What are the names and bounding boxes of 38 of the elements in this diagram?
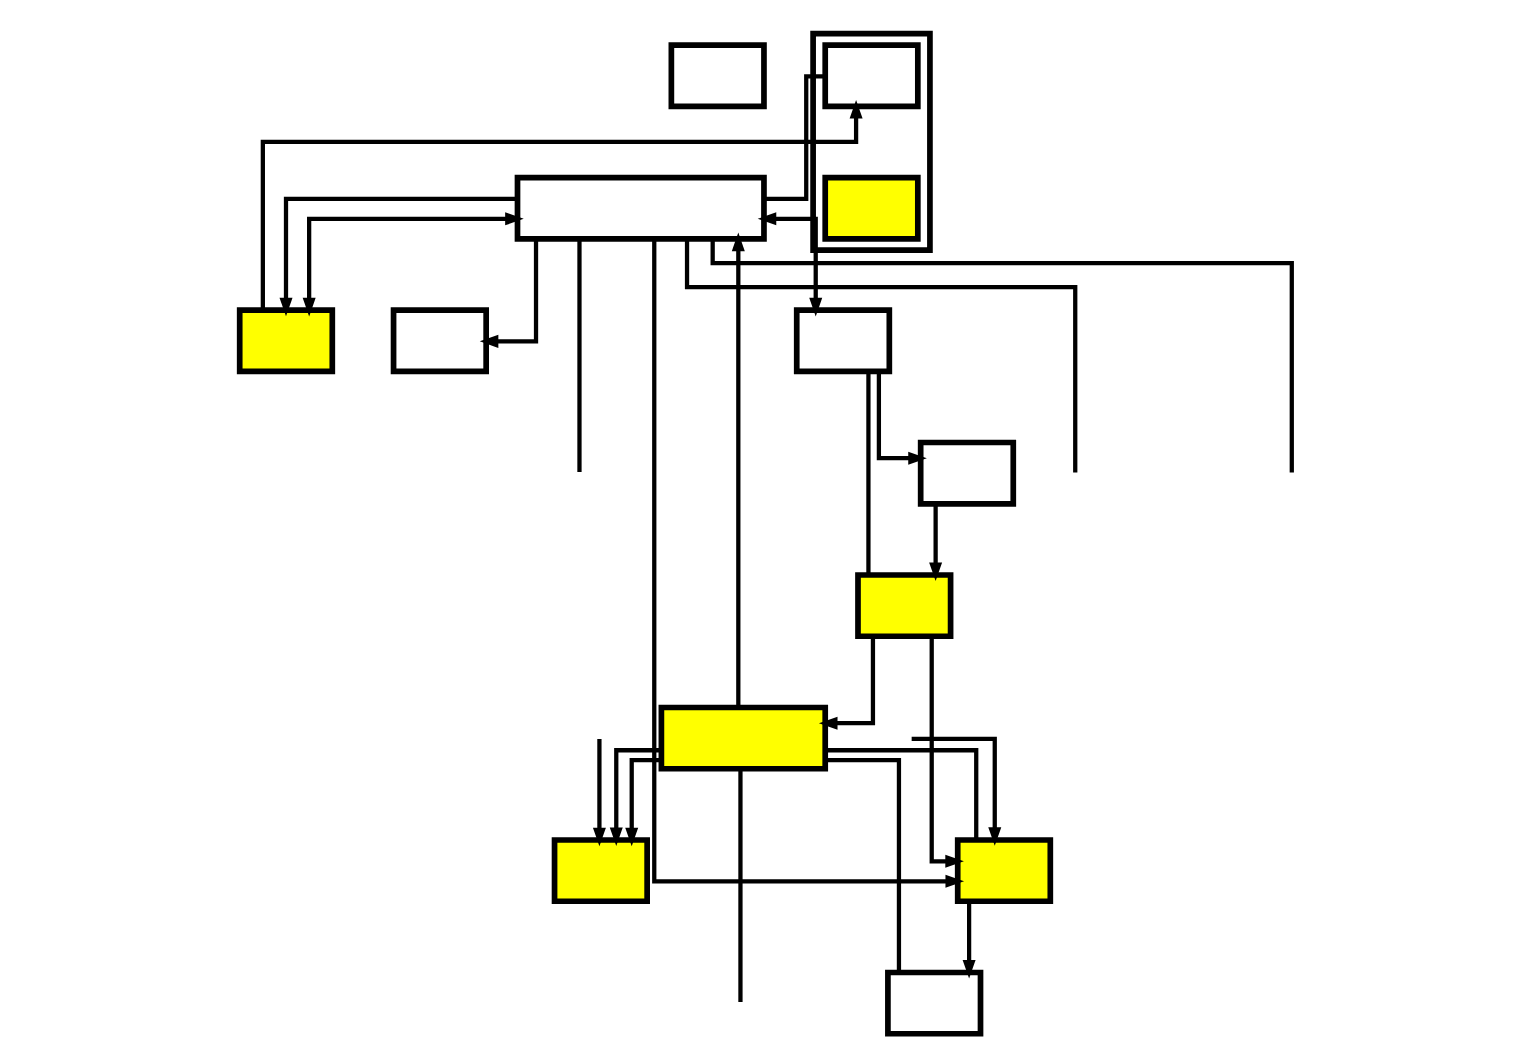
arrow (624, 758, 661, 847)
arrow (875, 371, 926, 465)
connector (683, 238, 1077, 473)
connector (576, 239, 581, 473)
connector (824, 748, 978, 840)
arrow (730, 232, 744, 708)
arrow (961, 901, 975, 979)
node-box (884, 969, 983, 1037)
arrow (928, 636, 963, 868)
node-box (657, 704, 828, 772)
node-box (513, 174, 766, 242)
arrow (608, 748, 661, 847)
connector (865, 371, 870, 575)
arrow (756, 212, 822, 317)
node-box (792, 307, 892, 375)
node-box (821, 174, 920, 242)
node-box (953, 837, 1053, 905)
connector (709, 238, 1293, 473)
arrow (278, 196, 517, 317)
arrow (591, 738, 605, 847)
node-box (389, 307, 488, 375)
arrow (478, 239, 538, 348)
node-box (550, 837, 649, 905)
arrow (259, 100, 862, 310)
connector (737, 769, 742, 1003)
arrow (301, 212, 523, 317)
arrow (910, 736, 1001, 846)
node-box (235, 307, 335, 375)
arrow (928, 503, 942, 582)
node-box (854, 572, 953, 640)
arrow (817, 636, 875, 730)
cluster (809, 30, 932, 254)
node-box (821, 42, 920, 110)
connector (824, 758, 901, 973)
arrow (651, 238, 964, 888)
node-box (667, 42, 766, 110)
node-box (916, 439, 1016, 507)
connector (763, 74, 824, 202)
